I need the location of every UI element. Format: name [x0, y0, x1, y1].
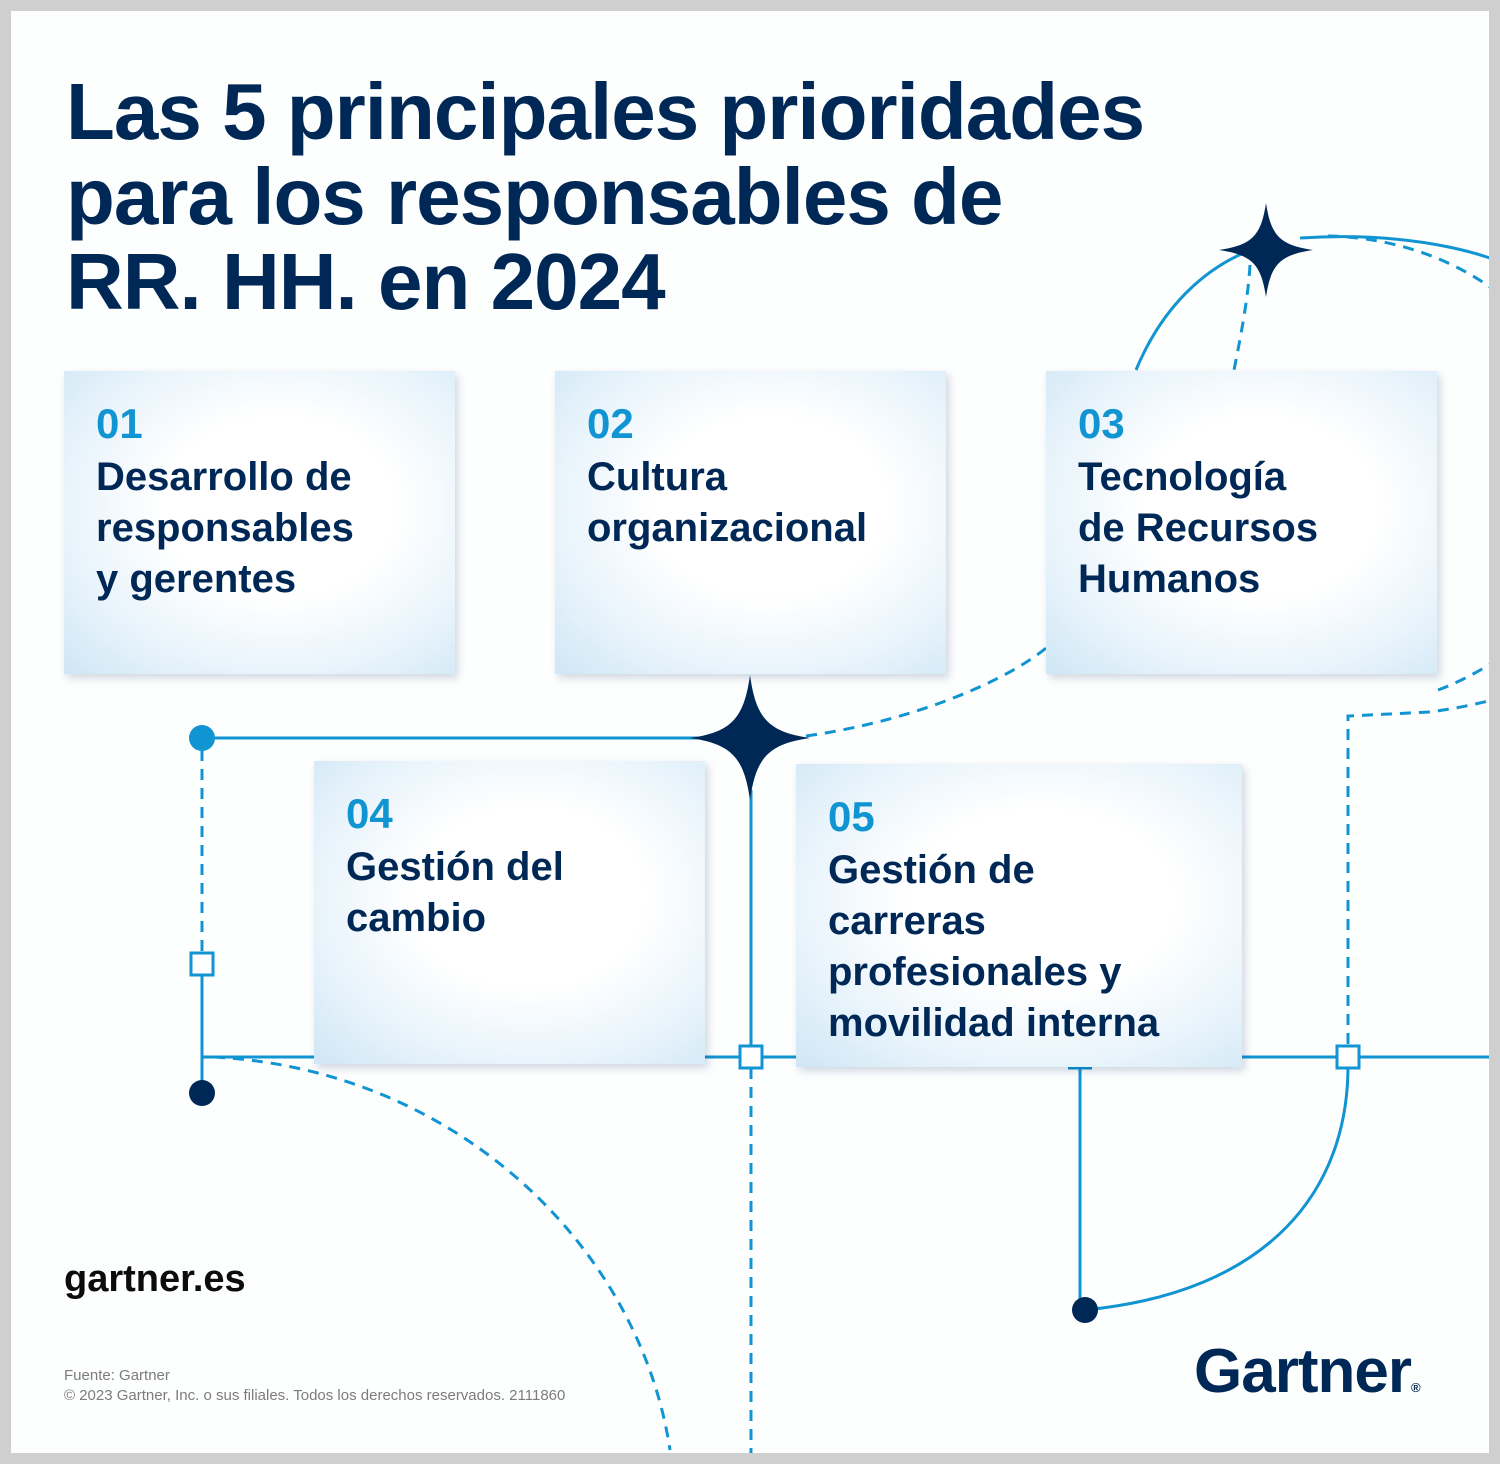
priority-label: Gestión de carreras profesionales y movi… [828, 848, 1160, 1045]
title-line: RR. HH. en 2024 [66, 237, 666, 326]
sparkle-star-icon [690, 675, 810, 800]
priority-card-01: 01 Desarrollo de responsables y gerentes [64, 371, 455, 674]
gartner-logo: Gartner® [1194, 1337, 1421, 1423]
registered-mark: ® [1410, 1380, 1421, 1395]
priority-card-04: 04 Gestión del cambio [314, 761, 705, 1064]
website-url: gartner.es [64, 1258, 246, 1300]
priority-number: 01 [96, 400, 143, 447]
priority-card-03: 03 Tecnología de Recursos Humanos [1046, 371, 1437, 674]
title-line: Las 5 principales prioridades [66, 67, 1145, 156]
priority-label: Gestión del cambio [346, 845, 564, 940]
priority-number: 05 [828, 793, 875, 840]
priority-number: 02 [587, 400, 634, 447]
priority-number: 03 [1078, 400, 1125, 447]
copyright-line: © 2023 Gartner, Inc. o sus filiales. Tod… [64, 1387, 566, 1404]
page-title: Las 5 principales prioridades para los r… [66, 69, 1326, 324]
priority-label: Cultura organizacional [587, 455, 868, 550]
title-line: para los responsables de [66, 152, 1003, 241]
priority-card-02: 02 Cultura organizacional [555, 371, 946, 674]
priority-label: Desarrollo de responsables y gerentes [96, 455, 354, 601]
sparkle-star-icon [1219, 203, 1313, 297]
priority-number: 04 [346, 790, 393, 837]
source-note: Fuente: Gartner © 2023 Gartner, Inc. o s… [64, 1366, 565, 1406]
logo-text: Gartner [1194, 1337, 1412, 1406]
infographic-canvas: Las 5 principales prioridades para los r… [11, 11, 1489, 1453]
priority-label: Tecnología de Recursos Humanos [1078, 455, 1319, 601]
source-line: Fuente: Gartner [64, 1367, 170, 1384]
priority-card-05: 05 Gestión de carreras profesionales y m… [796, 764, 1242, 1067]
